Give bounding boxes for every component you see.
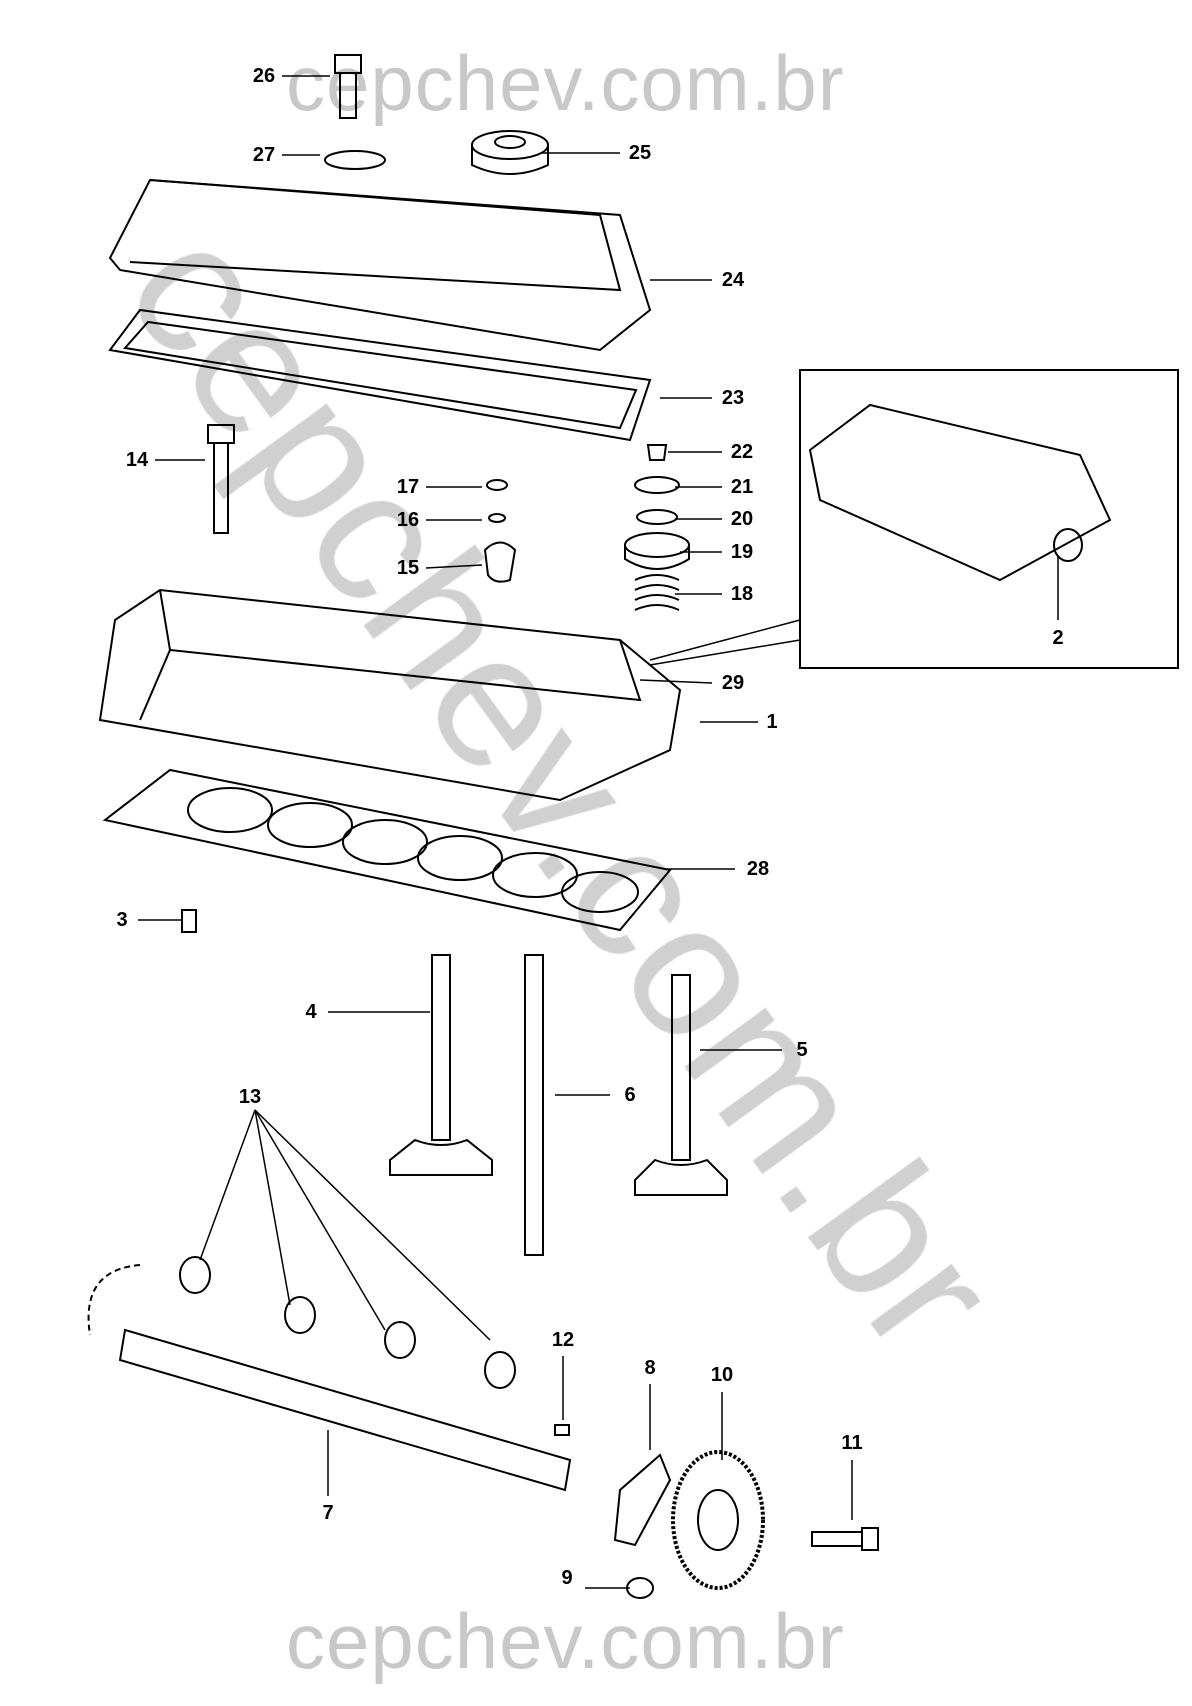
callout-6: 6 [624,1084,636,1106]
callout-20: 20 [730,508,754,530]
callout-5: 5 [796,1039,808,1061]
callout-2: 2 [1052,627,1064,649]
callout-17: 17 [396,476,420,498]
callout-4: 4 [305,1001,317,1023]
callout-27: 27 [252,144,276,166]
callout-12: 12 [551,1329,575,1351]
valve-4 [389,954,493,1176]
callout-24: 24 [721,269,745,291]
cylinder-head-1 [98,588,682,802]
valve-cover-24 [108,178,652,352]
callout-28: 28 [746,858,770,880]
callout-26: 26 [252,65,276,87]
callout-1: 1 [766,711,778,733]
cam-bearings-13 [87,1256,516,1389]
callout-10: 10 [710,1364,734,1386]
cover-gasket-23 [108,308,652,442]
callout-7: 7 [322,1502,334,1524]
bolt-14 [207,424,235,534]
callout-21: 21 [730,476,754,498]
valve-5 [634,974,728,1196]
pushrod-6 [524,954,544,1256]
callout-9: 9 [561,1567,573,1589]
inset-detail [799,369,1179,669]
bolt-26 [334,54,362,119]
callout-22: 22 [730,441,754,463]
spacer-9 [626,1577,654,1599]
callout-14: 14 [125,449,149,471]
retainer-27 [324,150,386,170]
bolt-11 [811,1527,879,1551]
key-12 [554,1424,570,1436]
callout-11: 11 [841,1432,863,1454]
leader-lines [138,75,1059,1589]
callout-3: 3 [116,909,128,931]
dowel-3 [181,909,197,933]
callout-29: 29 [721,672,745,694]
callout-25: 25 [628,142,652,164]
callout-23: 23 [721,387,745,409]
callout-18: 18 [730,583,754,605]
callout-15: 15 [396,557,420,579]
gear-10 [671,1450,765,1590]
thrust-plate-8 [613,1453,672,1547]
camshaft-7 [118,1328,572,1492]
callout-8: 8 [644,1357,656,1379]
callout-19: 19 [730,541,754,563]
watermark-bottom: cepchev.com.br [286,1597,845,1685]
cap-25 [471,130,549,175]
rocker-parts [483,444,690,611]
head-gasket-28 [102,768,672,932]
callout-16: 16 [396,509,420,531]
callout-13: 13 [238,1086,262,1108]
watermark-top: cepchev.com.br [286,39,845,127]
